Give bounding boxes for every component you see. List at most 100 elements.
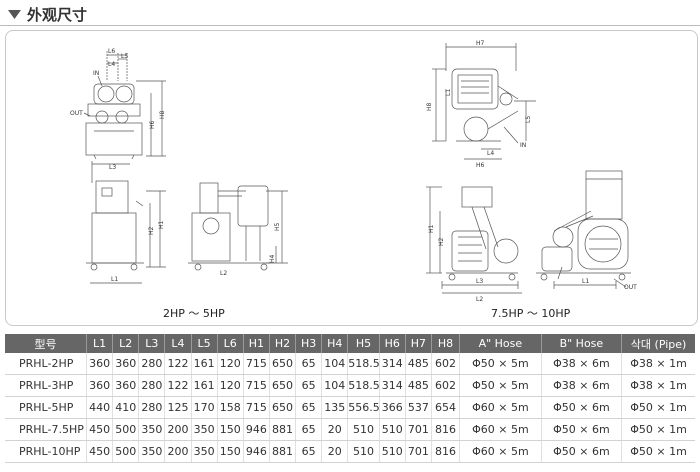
header-cell: L3 (138, 334, 166, 353)
spec-cell: 650 (269, 353, 297, 375)
label-H8: H8 (159, 110, 166, 119)
spec-cell: 20 (321, 418, 349, 441)
label-H1: H1 (158, 220, 165, 229)
header-cell: L1 (86, 334, 114, 353)
spec-cell: 366 (379, 396, 406, 419)
spec-cell: 200 (164, 440, 192, 463)
spec-cell: Φ60 × 5m (459, 418, 542, 441)
spec-cell: 150 (217, 440, 244, 463)
model-cell: PRHL-3HP (5, 374, 88, 397)
header-cell: 型号 (5, 334, 88, 353)
label-L5-large: L5 (525, 116, 532, 123)
header-cell: H3 (295, 334, 323, 353)
label-L2-large: L2 (476, 296, 483, 303)
spec-cell: 314 (379, 374, 406, 397)
spec-cell: 350 (138, 418, 166, 441)
spec-cell: Φ50 × 6m (541, 440, 623, 463)
drawing-large-front (426, 186, 522, 294)
drawing-small-side (188, 182, 288, 271)
label-H5: H5 (274, 222, 281, 231)
spec-cell: Φ50 × 5m (459, 353, 542, 375)
model-cell: PRHL-10HP (5, 440, 88, 463)
spec-cell: 122 (164, 353, 192, 375)
spec-cell: 280 (138, 353, 166, 375)
header-cell: 삭대 (Pipe) (621, 334, 695, 353)
spec-cell: 518.5 (347, 353, 380, 375)
spec-cell: 410 (112, 396, 140, 419)
spec-cell: 120 (217, 353, 244, 375)
section-header: 外观尺寸 (0, 0, 700, 28)
spec-cell: Φ50 × 5m (459, 374, 542, 397)
label-out-large: OUT (624, 284, 637, 291)
header-cell: H6 (379, 334, 406, 353)
spec-cell: 946 (243, 440, 270, 463)
header-cell: H1 (243, 334, 270, 353)
spec-cell: 135 (321, 396, 349, 419)
spec-cell: 104 (321, 353, 349, 375)
spec-cell: 150 (217, 418, 244, 441)
spec-cell: 360 (112, 374, 140, 397)
spec-cell: 650 (269, 396, 297, 419)
spec-cell: Φ50 × 1m (621, 396, 695, 419)
spec-cell: 537 (405, 396, 432, 419)
spec-cell: 158 (217, 396, 244, 419)
spec-cell: 314 (379, 353, 406, 375)
label-L1-side: L1 (582, 278, 589, 285)
header-divider (0, 25, 700, 26)
spec-cell: 485 (405, 353, 432, 375)
header-cell: L6 (217, 334, 244, 353)
label-L3: L3 (109, 164, 116, 171)
spec-cell: 701 (405, 440, 432, 463)
section-title: 外观尺寸 (27, 6, 88, 24)
spec-cell: 200 (164, 418, 192, 441)
label-H6-large: H6 (476, 162, 485, 169)
header-cell: B" Hose (541, 334, 623, 353)
spec-cell: 654 (431, 396, 461, 419)
header-cell: H7 (405, 334, 432, 353)
header-cell: H5 (347, 334, 380, 353)
spec-cell: 650 (269, 374, 297, 397)
spec-cell: Φ38 × 1m (621, 353, 695, 375)
label-L4: L4 (108, 61, 115, 68)
header-cell: L5 (191, 334, 218, 353)
spec-cell: 602 (431, 374, 461, 397)
spec-cell: 602 (431, 353, 461, 375)
label-H2: H2 (148, 226, 155, 235)
left-caption: 2HP ～ 5HP (163, 307, 225, 320)
spec-cell: Φ50 × 6m (541, 396, 623, 419)
spec-cell: 510 (379, 440, 406, 463)
spec-cell: 161 (191, 353, 218, 375)
spec-cell: 518.5 (347, 374, 380, 397)
spec-cell: 816 (431, 440, 461, 463)
model-cell: PRHL-5HP (5, 396, 88, 419)
header-cell: H8 (431, 334, 461, 353)
label-H4: H4 (269, 254, 276, 263)
spec-cell: 350 (191, 440, 218, 463)
label-L1-large: L1 (445, 89, 452, 96)
spec-cell: 20 (321, 440, 349, 463)
spec-cell: 350 (191, 418, 218, 441)
spec-cell: 715 (243, 374, 270, 397)
spec-cell: Φ50 × 6m (541, 418, 623, 441)
spec-cell: 360 (86, 353, 114, 375)
header-cell: H4 (321, 334, 349, 353)
spec-cell: 360 (112, 353, 140, 375)
spec-cell: 161 (191, 374, 218, 397)
spec-cell: Φ60 × 5m (459, 440, 542, 463)
header-cell: L4 (164, 334, 192, 353)
spec-cell: 104 (321, 374, 349, 397)
spec-cell: Φ38 × 6m (541, 374, 623, 397)
spec-cell: 510 (347, 418, 380, 441)
label-H8-large: H8 (426, 102, 433, 111)
spec-cell: 500 (112, 418, 140, 441)
spec-cell: 280 (138, 374, 166, 397)
table-header-row: 型号 L1 L2 L3 L4 L5 L6 H1 H2 H3 H4 H5 H6 H… (5, 334, 695, 353)
label-L4-large: L4 (487, 150, 494, 157)
label-H6: H6 (149, 120, 156, 129)
label-H1-large: H1 (428, 224, 435, 233)
